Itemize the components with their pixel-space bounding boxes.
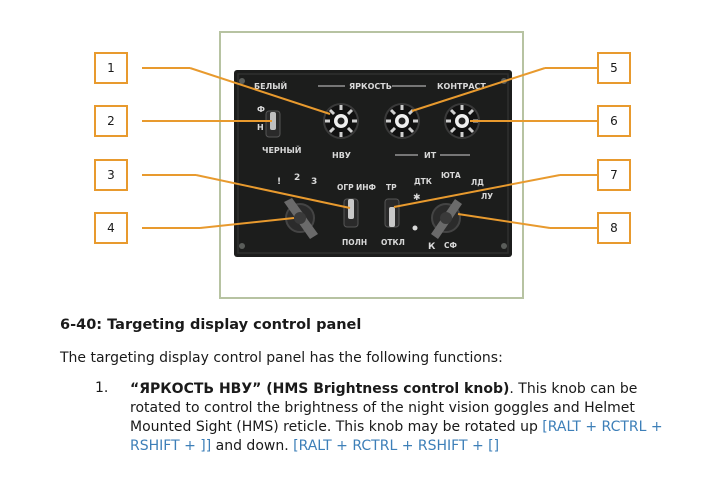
asterisk-mark: ✱ <box>413 193 421 203</box>
list-item-text: and down. <box>211 438 294 454</box>
label-contrast: КОНТРАСТ <box>437 82 486 91</box>
label-ld: ЛД <box>471 178 484 187</box>
brightness-knob[interactable] <box>384 103 420 139</box>
label-lu: ЛУ <box>481 192 493 201</box>
callout-6: 6 <box>597 105 631 137</box>
leader-lines <box>142 67 597 229</box>
label-sf: СФ <box>444 241 458 250</box>
key-binding-up[interactable]: [RALT + RCTRL + RSHIFT + ]] <box>130 419 663 454</box>
label-mark-1: ! <box>277 177 281 187</box>
label-yuta: ЮТА <box>441 171 461 180</box>
label-it: ИТ <box>424 151 437 160</box>
label-mark-2: 2 <box>294 173 300 183</box>
label-ogr: ОГР <box>337 183 354 192</box>
label-dtk: ДТК <box>414 177 433 186</box>
tr-off-toggle[interactable] <box>384 198 400 228</box>
label-k: К <box>428 242 436 252</box>
list-item-text: . This knob can be rotated to control th… <box>130 381 638 435</box>
label-brightness: ЯРКОСТЬ <box>349 82 392 91</box>
callout-2: 2 <box>94 105 128 137</box>
panel-screw <box>239 243 245 249</box>
white-black-toggle[interactable]: Ф Н <box>257 105 281 138</box>
label-otkl: ОТКЛ <box>381 238 405 247</box>
panel-screw <box>501 243 507 249</box>
callout-8: 8 <box>597 212 631 244</box>
panel-body <box>234 70 512 257</box>
label-hmd: НВУ <box>332 151 351 160</box>
panel-screw <box>239 78 245 84</box>
callout-7: 7 <box>597 159 631 191</box>
list-item-number: 1. <box>95 380 109 396</box>
label-poln: ПОЛН <box>342 238 367 247</box>
hms-brightness-knob[interactable] <box>323 103 359 139</box>
mode-selector-knob-right[interactable] <box>431 199 462 239</box>
label-tr: ТР <box>386 183 397 192</box>
list-item-body: “ЯРКОСТЬ НВУ” (HMS Brightness control kn… <box>130 380 690 456</box>
intro-paragraph: The targeting display control panel has … <box>60 350 503 366</box>
toggle-mark-small: Ф <box>257 105 265 114</box>
indicator-dot <box>412 225 418 231</box>
limit-info-toggle[interactable] <box>343 198 359 228</box>
list-item-term: “ЯРКОСТЬ НВУ” (HMS Brightness control kn… <box>130 381 510 397</box>
figure-heading: 6-40: Targeting display control panel <box>60 317 362 333</box>
toggle-mark-small: Н <box>257 123 264 132</box>
callout-3: 3 <box>94 159 128 191</box>
callout-4: 4 <box>94 212 128 244</box>
label-mark-3: 3 <box>311 177 317 187</box>
callout-1: 1 <box>94 52 128 84</box>
label-info: ИНФ <box>356 183 377 192</box>
label-black: ЧЕРНЫЙ <box>262 144 301 155</box>
label-white: БЕЛЫЙ <box>254 80 287 91</box>
callout-5: 5 <box>597 52 631 84</box>
mode-selector-knob-left[interactable] <box>284 198 318 239</box>
key-binding-down[interactable]: [RALT + RCTRL + RSHIFT + [] <box>293 438 500 454</box>
